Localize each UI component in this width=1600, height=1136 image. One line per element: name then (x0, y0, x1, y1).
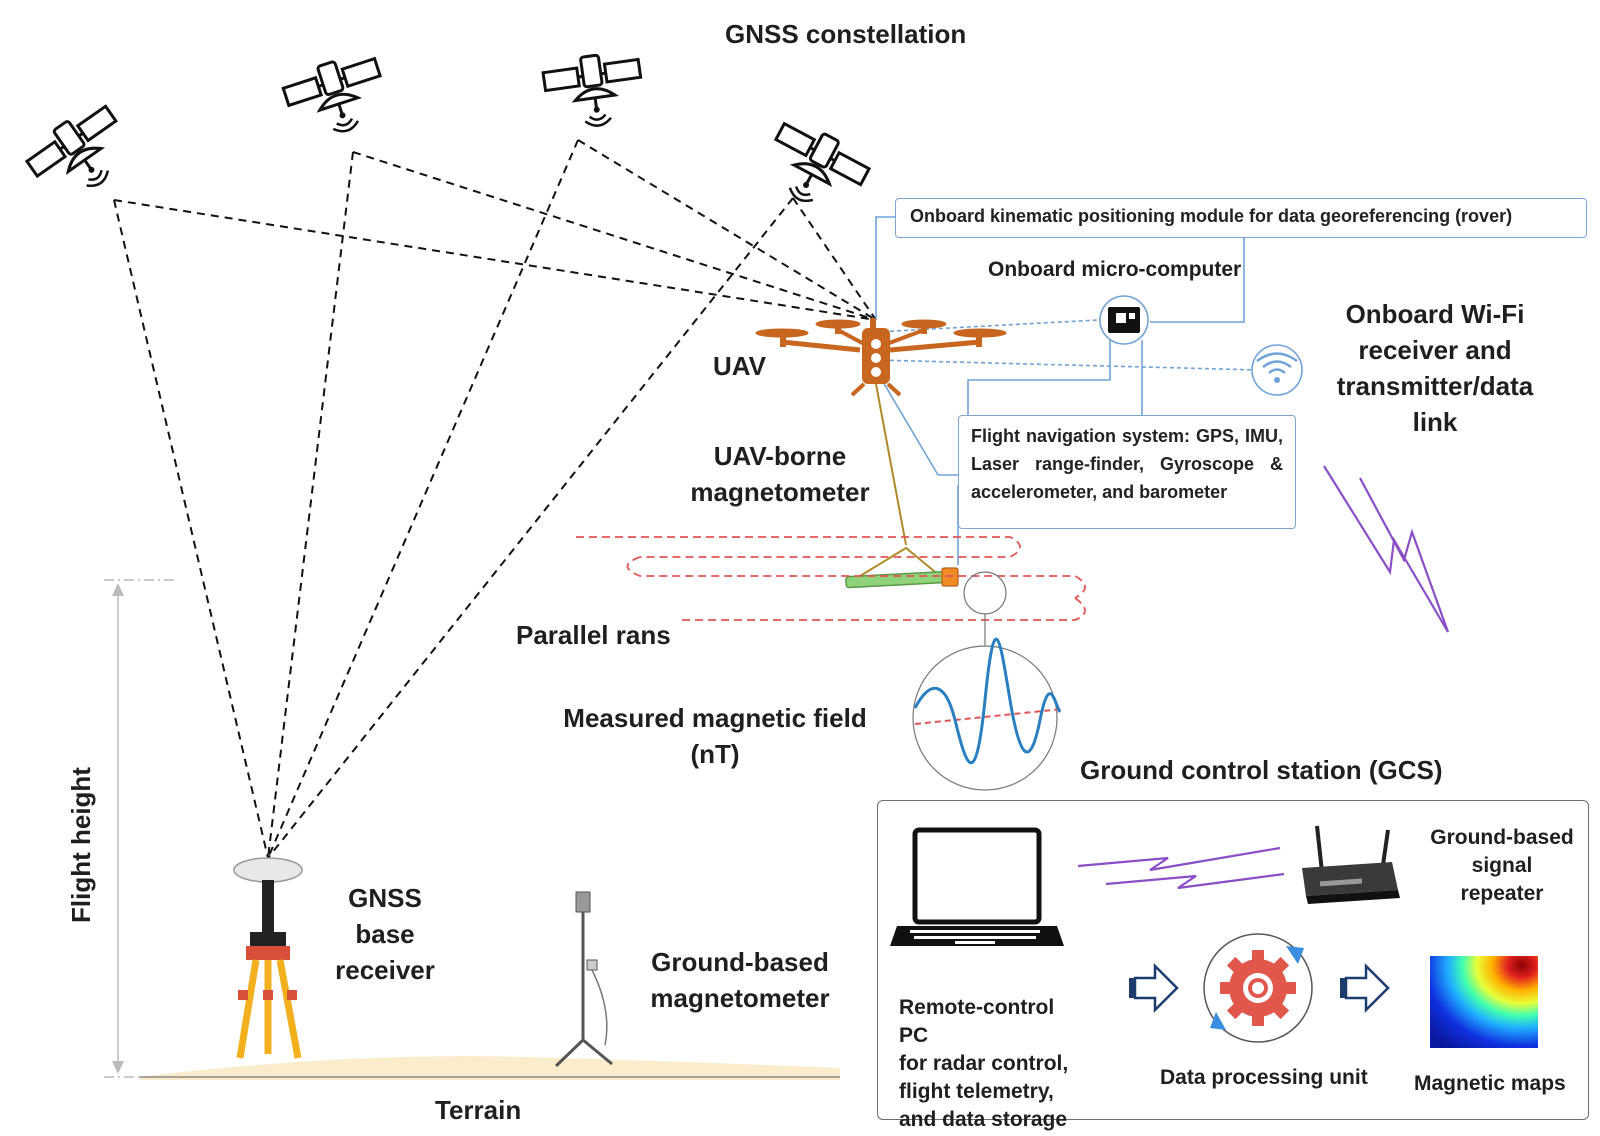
terrain-label: Terrain (435, 1095, 522, 1125)
pc-label: Remote-control PC for radar control, fli… (899, 996, 1069, 1131)
gcs-link-zigzag (1077, 846, 1285, 890)
ground-magnetometer-label: Ground-based magnetometer (650, 947, 830, 1013)
gcs-title: Ground control station (GCS) (1080, 755, 1443, 785)
heatmap-icon (1430, 956, 1538, 1048)
satellite-icon (19, 96, 142, 212)
wifi-icon (1251, 344, 1303, 396)
flight-height-arrow (104, 579, 176, 1078)
gnss-signal-lines (113, 139, 877, 859)
data-connections (875, 216, 1259, 565)
satellite-icon (278, 47, 395, 147)
maps-label: Magnetic maps (1414, 1072, 1566, 1095)
measured-field-plot (912, 571, 1064, 791)
flow-arrow-1 (1129, 962, 1179, 1014)
rover-module-label: Onboard kinematic positioning module for… (910, 206, 1513, 226)
gnss-base-label: GNSS base receiver (335, 883, 435, 985)
flight-navigation-box: Flight navigation system: GPS, IMU, Lase… (958, 415, 1296, 529)
processing-label: Data processing unit (1160, 1066, 1368, 1089)
satellite-icon (754, 113, 876, 224)
terrain-ground (140, 1056, 840, 1080)
ground-magnetometer-icon (554, 891, 613, 1068)
micro-computer-icon (1099, 295, 1149, 345)
repeater-label: Ground-based signal repeater (1430, 826, 1574, 905)
gcs-panel (877, 800, 1589, 1120)
router-icon (1302, 825, 1400, 904)
wifi-link-zigzag (1323, 465, 1450, 633)
measured-field-label: Measured magnetic field (nT) (563, 703, 867, 769)
micro-computer-label: Onboard micro-computer (988, 258, 1242, 281)
parallel-runs-label: Parallel rans (516, 620, 671, 650)
parallel-runs-path (576, 536, 1086, 621)
uav-label: UAV (713, 351, 766, 381)
rover-module-box: Onboard kinematic positioning module for… (895, 198, 1587, 238)
laptop-icon (890, 827, 1064, 946)
satellite-icon (540, 48, 648, 134)
diagram-title: GNSS constellation (725, 19, 967, 49)
uav-icon (755, 318, 1007, 397)
gear-icon (1203, 933, 1313, 1043)
uav-magnetometer-label: UAV-borne magnetometer (690, 441, 870, 507)
flow-arrow-2 (1340, 962, 1390, 1014)
wifi-label: Onboard Wi-Fi receiver and transmitter/d… (1336, 299, 1534, 437)
flight-navigation-label: Flight navigation system: GPS, IMU, Lase… (971, 426, 1283, 502)
gnss-base-receiver-icon (233, 857, 303, 1059)
flight-height-label: Flight height (66, 767, 96, 923)
